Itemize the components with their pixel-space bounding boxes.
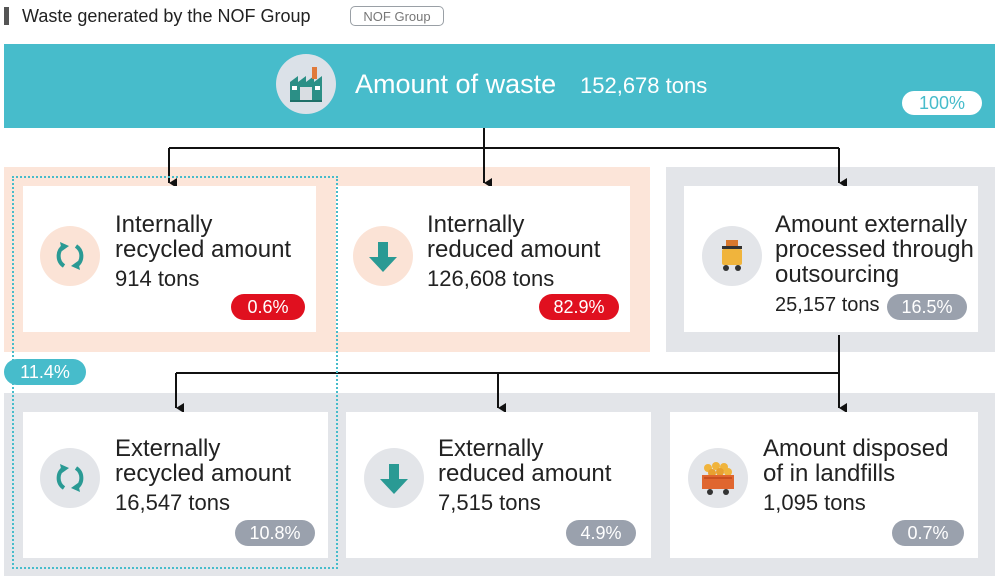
externally-processed-card: Amount externally processed through outs… bbox=[684, 186, 978, 332]
card-title-line: Amount externally bbox=[775, 211, 968, 238]
percent-badge: 82.9% bbox=[539, 294, 619, 320]
recycle-arrows-icon bbox=[40, 448, 100, 508]
total-waste-banner bbox=[4, 44, 995, 128]
recycled-share-badge: 11.4% bbox=[4, 359, 86, 385]
total-label: Amount of waste bbox=[355, 69, 557, 99]
header-accent-bar bbox=[4, 7, 9, 25]
card-amount: 914 tons bbox=[115, 266, 200, 291]
card-title-line: Internally bbox=[115, 211, 213, 238]
card-amount: 126,608 tons bbox=[427, 266, 555, 291]
recycle-arrows-icon bbox=[40, 226, 100, 286]
internally-recycled-card: Internally recycled amount 914 tons 0.6% bbox=[23, 186, 316, 332]
card-amount: 7,515 tons bbox=[438, 490, 541, 515]
card-title-line: of in landfills bbox=[763, 460, 896, 487]
card-title-line: processed through bbox=[775, 236, 974, 263]
card-amount: 1,095 tons bbox=[763, 490, 866, 515]
landfill-card: Amount disposed of in landfills 1,095 to… bbox=[670, 412, 978, 558]
page-title: Waste generated by the NOF Group bbox=[22, 6, 311, 26]
total-amount: 152,678 tons bbox=[580, 73, 708, 98]
factory-icon bbox=[276, 54, 336, 114]
percent-badge: 16.5% bbox=[887, 294, 967, 320]
percent-badge: 4.9% bbox=[566, 520, 636, 546]
percent-badge: 0.7% bbox=[892, 520, 964, 546]
down-arrow-icon bbox=[364, 448, 424, 508]
card-title-line: Externally bbox=[115, 435, 221, 462]
card-title-line: Internally bbox=[427, 211, 525, 238]
externally-recycled-card: Externally recycled amount 16,547 tons 1… bbox=[23, 412, 328, 558]
card-title-line: outsourcing bbox=[775, 261, 900, 288]
card-amount: 25,157 tons bbox=[775, 294, 880, 316]
card-title-line: recycled amount bbox=[115, 460, 292, 487]
group-tag: NOF Group bbox=[350, 6, 444, 26]
card-title-line: recycled amount bbox=[115, 236, 292, 263]
card-title-line: Externally bbox=[438, 435, 544, 462]
mine-cart-icon bbox=[688, 448, 748, 508]
card-title-line: Amount disposed bbox=[763, 435, 949, 462]
externally-reduced-card: Externally reduced amount 7,515 tons 4.9… bbox=[346, 412, 651, 558]
waste-cart-icon bbox=[702, 226, 762, 286]
internally-reduced-card: Internally reduced amount 126,608 tons 8… bbox=[336, 186, 630, 332]
percent-badge: 0.6% bbox=[231, 294, 305, 320]
card-title-line: reduced amount bbox=[438, 460, 612, 487]
total-percent-badge: 100% bbox=[902, 91, 982, 115]
down-arrow-icon bbox=[353, 226, 413, 286]
card-amount: 16,547 tons bbox=[115, 490, 230, 515]
percent-badge: 10.8% bbox=[235, 520, 315, 546]
card-title-line: reduced amount bbox=[427, 236, 601, 263]
